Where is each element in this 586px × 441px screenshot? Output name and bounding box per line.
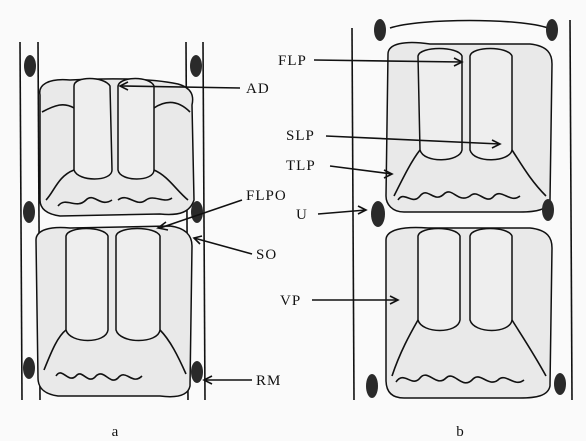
- leader-so: [194, 238, 252, 254]
- label-vp: VP: [280, 293, 301, 309]
- leader-tlp: [330, 166, 392, 174]
- blob-a1: [24, 55, 36, 77]
- label-ad: AD: [246, 81, 270, 97]
- blob-b5: [366, 374, 378, 398]
- upper-left-plate: [74, 79, 112, 180]
- blob-a3: [23, 201, 35, 223]
- blob-b1: [374, 19, 386, 41]
- blob-b3-u: [371, 201, 385, 227]
- panel-b: FLP SLP TLP U VP b: [278, 19, 572, 440]
- blob-a4: [191, 201, 203, 223]
- blob-a5: [23, 357, 35, 379]
- panel-b-lower-right-plate: [470, 229, 512, 331]
- blob-a2: [190, 55, 202, 77]
- blob-a6: [191, 361, 203, 383]
- label-slp: SLP: [286, 128, 315, 144]
- lower-right-plate: [116, 229, 160, 341]
- blob-b4: [542, 199, 554, 221]
- panel-b-left-wall: [352, 28, 354, 400]
- label-so: SO: [256, 247, 277, 263]
- upper-right-plate: [118, 79, 154, 180]
- lower-left-plate: [66, 229, 108, 341]
- panel-a-right-wall: [203, 42, 205, 400]
- blob-b2: [546, 19, 558, 41]
- panel-b-lower-segment: [386, 228, 552, 399]
- lower-segment: [36, 226, 192, 397]
- panel-b-top-curve: [390, 21, 548, 29]
- upper-segment: [40, 79, 194, 216]
- panel-a-label: a: [112, 424, 119, 440]
- panel-a-left-wall: [20, 42, 22, 400]
- label-flpo: FLPO: [246, 188, 287, 204]
- label-flp: FLP: [278, 53, 307, 69]
- panel-b-right-wall: [570, 20, 572, 400]
- panel-a: AD FLPO SO RM a: [20, 42, 287, 440]
- label-u: U: [296, 207, 308, 223]
- label-rm: RM: [256, 373, 281, 389]
- panel-b-label: b: [456, 424, 464, 440]
- blob-b6: [554, 373, 566, 395]
- label-tlp: TLP: [286, 158, 316, 174]
- panel-b-upper-segment: [386, 42, 552, 212]
- panel-b-lower-left-plate: [418, 229, 460, 331]
